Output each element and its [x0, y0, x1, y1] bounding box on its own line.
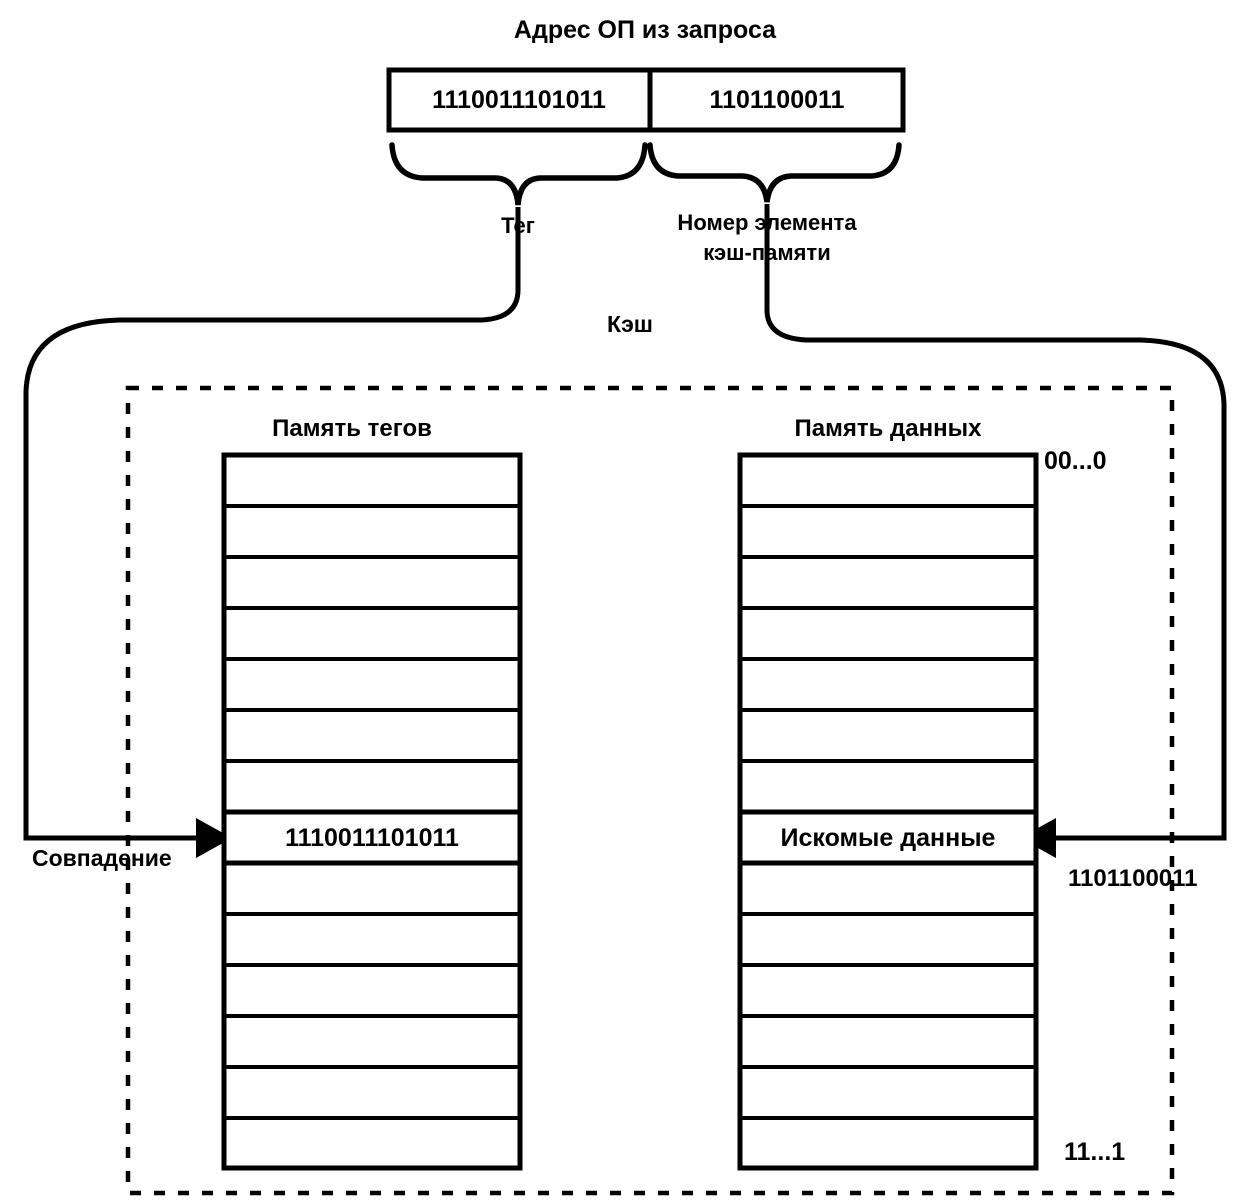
tag-memory-column	[221, 452, 523, 1171]
cache-label: Кэш	[607, 311, 653, 337]
tag-memory-header: Память тегов	[272, 415, 432, 442]
data-memory-top-address-label: 00...0	[1044, 447, 1107, 475]
data-memory-highlighted-row-value: Искомые данные	[780, 824, 996, 852]
index-brace-label-line2: кэш-памяти	[703, 240, 831, 265]
index-brace	[647, 142, 902, 203]
index-brace-label-line1: Номер элемента	[677, 210, 857, 235]
tag-match-wire	[23, 207, 521, 858]
data-memory-header: Память данных	[794, 415, 982, 442]
match-wire-label: Совпадение	[32, 845, 172, 871]
cache-boundary-box	[125, 385, 1175, 1196]
address-word-box	[386, 67, 906, 133]
tag-memory-highlighted-row-value: 1110011101011	[285, 824, 459, 852]
data-memory-column	[737, 452, 1039, 1171]
address-tag-field: 1110011101011	[432, 86, 606, 114]
tag-brace	[389, 142, 648, 206]
address-index-field: 1101100011	[709, 86, 845, 114]
data-memory-bottom-address-label: 11...1	[1064, 1138, 1126, 1166]
page-title: Адрес ОП из запроса	[513, 16, 777, 44]
tag-brace-label: Тег	[501, 213, 535, 238]
index-wire-label: 1101100011	[1068, 865, 1198, 892]
